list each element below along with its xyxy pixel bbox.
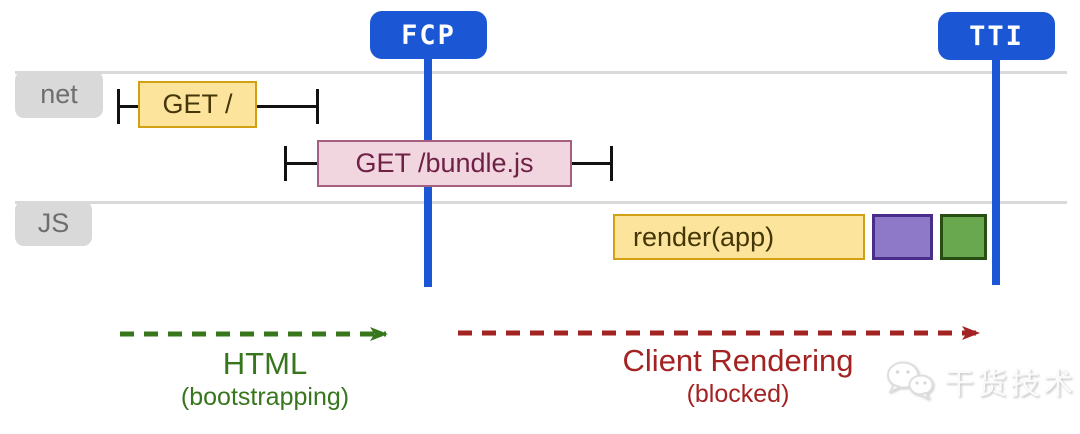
task-green-box — [940, 214, 987, 260]
net-lane-line — [15, 71, 1067, 74]
js-lane-line — [15, 201, 1067, 204]
request-root-box: GET / — [138, 81, 257, 128]
client-rendering-phase-sublabel: (blocked) — [686, 380, 790, 408]
html-phase-sublabel: (bootstrapping) — [180, 383, 350, 411]
task-purple-box — [872, 214, 933, 260]
task-render-box: render(app) — [613, 214, 865, 260]
client-rendering-phase-caption: Client Rendering (blocked) — [460, 343, 1016, 409]
phase-arrows — [120, 326, 980, 341]
request-root-whisker-right-tick — [316, 89, 319, 124]
wechat-icon — [887, 361, 934, 400]
tti-badge: TTI — [938, 12, 1055, 60]
request-bundle-box: GET /bundle.js — [317, 140, 572, 187]
watermark-text: 干货技术 — [944, 368, 1076, 401]
request-bundle-whisker-right-tick — [610, 146, 613, 181]
client-rendering-phase-label: Client Rendering — [622, 343, 854, 378]
tti-marker-line — [992, 53, 1000, 285]
html-phase-label: HTML — [222, 346, 308, 381]
watermark: 干货技术 — [884, 358, 1076, 404]
net-lane-label: net — [15, 71, 103, 118]
html-phase-caption: HTML (bootstrapping) — [110, 346, 420, 412]
fcp-badge: FCP — [370, 11, 487, 59]
js-lane-label: JS — [15, 201, 92, 246]
